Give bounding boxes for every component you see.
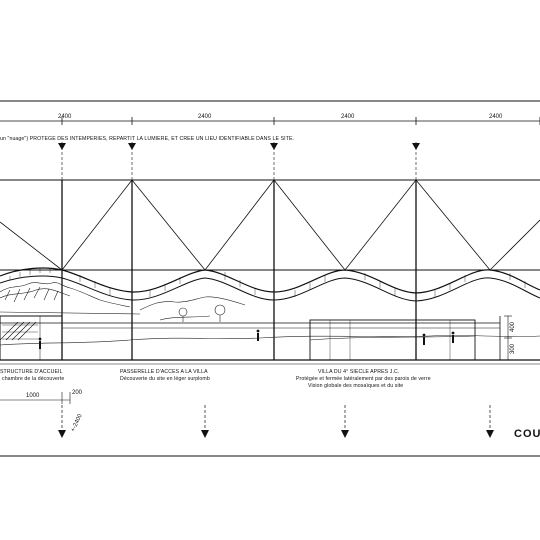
sheet-title: COU <box>514 428 540 440</box>
canopy-roof-upper <box>0 267 540 294</box>
bay-dimension-2: 2400 <box>198 114 212 120</box>
axis-bottom-markers <box>61 405 491 430</box>
base-level-label: +-2400 <box>70 413 84 433</box>
entry-structure <box>0 315 63 361</box>
walkway-caption-subtitle: Découverte du site en léger surplomb <box>120 376 210 382</box>
canopy-ribs <box>9 268 526 297</box>
entry-hatch <box>0 321 37 341</box>
axis-bottom-arrows <box>58 430 494 438</box>
villa-caption-line3: Vision globale des mosaïques et du site <box>308 383 403 389</box>
canopy-roof-lower <box>0 275 540 302</box>
walkway-caption-title: PASSERELLE D'ACCES A LA VILLA <box>120 369 208 375</box>
entry-width-label: 1000 <box>26 393 40 399</box>
entry-caption-title: STRUCTURE D'ACCUEIL <box>0 369 63 375</box>
lower-dimension <box>0 392 71 404</box>
height-lower-label: 300 <box>510 343 516 354</box>
axis-top-arrows <box>58 143 420 150</box>
scale-figures <box>38 329 455 349</box>
vertical-dimension <box>504 315 512 361</box>
bay-dimension-1: 2400 <box>58 114 72 120</box>
canopy-note: un "nuage") PROTEGE DES INTEMPERIES, REP… <box>0 136 294 142</box>
entry-offset-label: 200 <box>72 390 83 396</box>
villa-caption-title: VILLA DU 4° SIECLE APRES J.C. <box>318 369 399 375</box>
villa-caption-line2: Protégée et fermée latéralement par des … <box>296 376 431 382</box>
bay-dimension-3: 2400 <box>341 114 355 120</box>
dimension-ticks <box>61 117 540 125</box>
landscape-sketch <box>0 282 540 346</box>
axis-lines <box>61 142 417 270</box>
bay-dimension-4: 2400 <box>489 114 503 120</box>
height-upper-label: 400 <box>510 321 516 332</box>
entry-caption-subtitle: chambre de la découverte <box>2 376 64 382</box>
walkway-and-villa <box>62 316 501 361</box>
cable-diagonals <box>0 179 540 271</box>
